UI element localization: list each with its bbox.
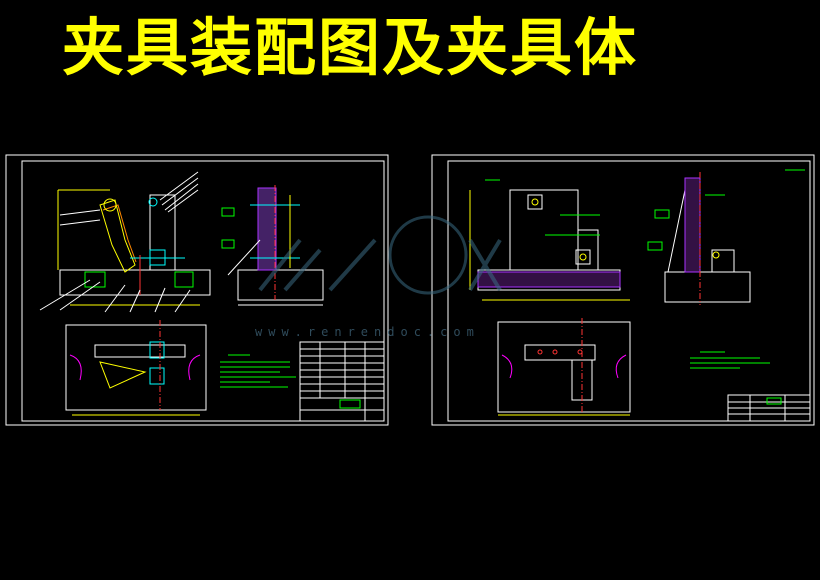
watermark-url: www.renrendoc.com [255,325,480,339]
sheet-outer-border [431,154,815,426]
fixture-body-sheet [431,154,815,426]
page-title: 夹具装配图及夹具体 [62,11,639,84]
body-notes [690,351,770,369]
assembly-sheet [5,154,389,426]
sheet-inner-border [21,160,385,422]
body-title-block [727,394,811,422]
sheet-inner-border [447,160,811,422]
assembly-top-view [65,320,207,416]
sheet-outer-border [5,154,389,426]
assembly-parts-list [299,341,385,422]
body-top-view [497,318,631,416]
body-front-view [469,179,630,301]
watermark-logo-icon [258,215,502,295]
assembly-side-view [221,185,324,306]
body-side-view [647,169,805,305]
assembly-notes [220,354,296,388]
assembly-front-view [39,171,211,313]
